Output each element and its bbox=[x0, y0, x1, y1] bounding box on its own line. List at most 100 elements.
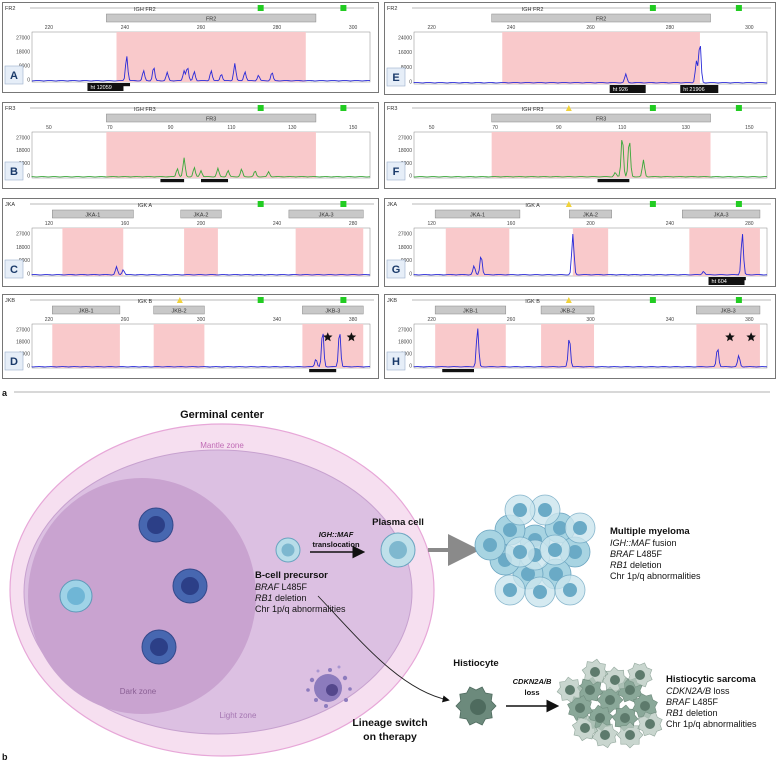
y-tick: 27000 bbox=[16, 232, 30, 238]
x-tick: 300 bbox=[197, 317, 206, 323]
x-tick: 280 bbox=[273, 25, 282, 31]
b-cell-dark bbox=[172, 568, 208, 604]
segment-label: FR3 bbox=[206, 116, 216, 122]
x-tick: 260 bbox=[586, 25, 595, 31]
target-region bbox=[62, 228, 124, 276]
y-tick: 27000 bbox=[398, 136, 412, 142]
myeloma-nucleus bbox=[513, 503, 527, 517]
plasma-cell-label: Plasma cell bbox=[372, 517, 424, 528]
target-region bbox=[541, 324, 595, 368]
germinal-center-diagram: Germinal center Mantle zone Dark zone Li… bbox=[9, 409, 757, 757]
x-tick: 280 bbox=[745, 221, 754, 227]
x-tick: 50 bbox=[46, 125, 52, 131]
height-badge-label: ht 21906 bbox=[683, 87, 704, 93]
myeloma-nucleus bbox=[503, 523, 517, 537]
panel-letter-box bbox=[4, 161, 24, 181]
segment-label: JKB-3 bbox=[325, 308, 340, 314]
alteration-line: Chr 1p/q abnormalities bbox=[610, 571, 701, 581]
y-tick: 27000 bbox=[398, 232, 412, 238]
panel-letter: A bbox=[10, 70, 18, 82]
target-region bbox=[153, 324, 205, 368]
sarcoma-nucleus bbox=[625, 685, 635, 695]
height-badge bbox=[680, 85, 719, 93]
sarcoma-nucleus bbox=[645, 719, 655, 729]
x-tick: 220 bbox=[427, 317, 436, 323]
x-tick: 150 bbox=[349, 125, 358, 131]
x-tick: 70 bbox=[492, 125, 498, 131]
x-tick: 220 bbox=[45, 317, 54, 323]
b-cell-precursor bbox=[275, 537, 301, 563]
sarcoma-nucleus bbox=[635, 670, 645, 680]
track-title: IGH FR2 bbox=[522, 7, 544, 13]
panel-letter: F bbox=[393, 166, 400, 178]
target-region bbox=[696, 324, 760, 368]
panel-letter-box bbox=[4, 351, 24, 371]
track-title: IGH FR2 bbox=[134, 7, 156, 13]
segment-box bbox=[434, 305, 507, 315]
marker-green bbox=[340, 201, 347, 207]
histiocyte-label: Histiocyte bbox=[453, 658, 498, 669]
y-tick: 27000 bbox=[16, 36, 30, 42]
translocation-label: translocation bbox=[312, 540, 360, 549]
star-icon bbox=[346, 332, 357, 342]
x-tick: 200 bbox=[197, 221, 206, 227]
myeloma-nucleus bbox=[521, 567, 535, 581]
x-tick: 130 bbox=[288, 125, 297, 131]
alteration-line: BRAF L485F bbox=[666, 697, 719, 707]
x-tick: 240 bbox=[121, 25, 130, 31]
x-tick: 240 bbox=[273, 221, 282, 227]
height-badge bbox=[708, 277, 745, 285]
marker-green bbox=[257, 105, 264, 111]
y-tick: 18000 bbox=[16, 340, 30, 346]
marker-green bbox=[735, 201, 742, 207]
alteration-line: BRAF L485F bbox=[255, 582, 308, 592]
panel-letter: C bbox=[10, 264, 18, 276]
track-label: FR2 bbox=[5, 6, 15, 12]
segment-label: JKB-1 bbox=[79, 308, 94, 314]
marker-green bbox=[257, 297, 264, 303]
y-tick: 0 bbox=[27, 174, 30, 180]
x-tick: 220 bbox=[45, 25, 54, 31]
sarcoma-nucleus bbox=[575, 703, 585, 713]
x-tick: 280 bbox=[349, 221, 358, 227]
signal-trace bbox=[31, 157, 371, 178]
hs-title: Histiocytic sarcoma bbox=[666, 674, 756, 685]
target-region bbox=[445, 228, 510, 276]
panel-letter-box bbox=[386, 259, 406, 279]
target-region bbox=[491, 132, 711, 178]
segment-label: JKA-1 bbox=[470, 212, 485, 218]
segment-box bbox=[434, 209, 521, 219]
track-label: FR2 bbox=[387, 6, 397, 12]
x-tick: 200 bbox=[586, 221, 595, 227]
track-label: FR3 bbox=[387, 106, 397, 112]
sarcoma-nucleus bbox=[605, 695, 615, 705]
sarcoma-nucleus bbox=[640, 701, 650, 711]
y-tick: 0 bbox=[409, 174, 412, 180]
target-region bbox=[52, 324, 120, 368]
marker-green bbox=[735, 297, 742, 303]
myeloma-nucleus bbox=[538, 503, 552, 517]
marker-green bbox=[649, 297, 656, 303]
x-tick: 380 bbox=[745, 317, 754, 323]
x-tick: 120 bbox=[427, 221, 436, 227]
panel-letter: H bbox=[392, 356, 400, 368]
x-tick: 260 bbox=[121, 317, 130, 323]
y-tick: 18000 bbox=[16, 50, 30, 56]
x-tick: 240 bbox=[507, 25, 516, 31]
y-tick: 18000 bbox=[398, 245, 412, 251]
segment-label: FR2 bbox=[596, 16, 606, 22]
height-badge-label: ht 12059 bbox=[90, 85, 111, 91]
segment-box bbox=[682, 209, 761, 219]
y-tick: 0 bbox=[409, 80, 412, 86]
x-tick: 260 bbox=[197, 25, 206, 31]
x-tick: 220 bbox=[427, 25, 436, 31]
panel-letter-box bbox=[386, 161, 406, 181]
panel-letter-box bbox=[386, 67, 406, 87]
segment-box bbox=[302, 305, 364, 315]
y-tick: 0 bbox=[409, 272, 412, 278]
lineage-switch-curve bbox=[317, 595, 450, 703]
